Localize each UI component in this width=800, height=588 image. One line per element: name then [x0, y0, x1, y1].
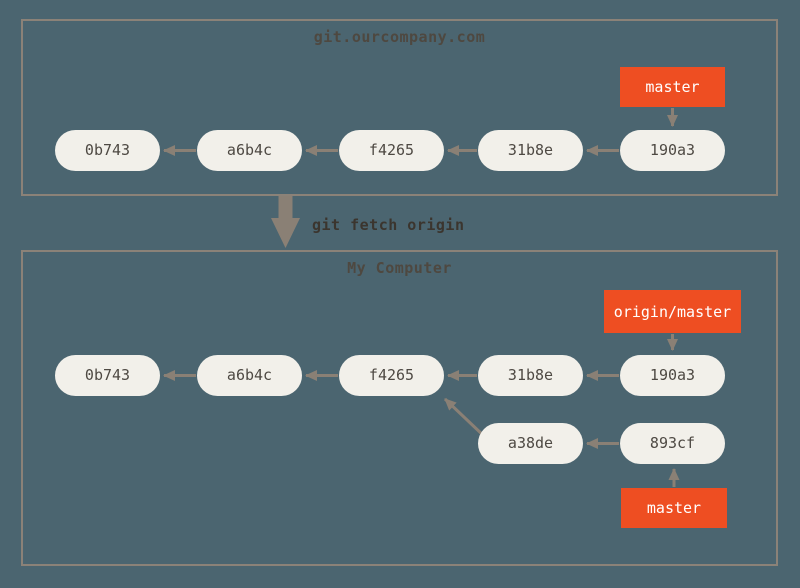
server-commit-190a3: 190a3 — [620, 130, 725, 171]
local-machine-title: My Computer — [347, 259, 452, 277]
fetch-arrow-down-icon — [271, 196, 300, 248]
server-commit-31b8e: 31b8e — [478, 130, 583, 171]
local-branch-origin-master: origin/master — [604, 290, 741, 333]
local-commit-190a3: 190a3 — [620, 355, 725, 396]
local-commit-a38de: a38de — [478, 423, 583, 464]
fetch-command-label: git fetch origin — [312, 216, 465, 234]
server-machine-box — [21, 19, 778, 196]
local-branch-master: master — [621, 488, 727, 528]
local-commit-893cf: 893cf — [620, 423, 725, 464]
local-commit-a6b4c: a6b4c — [197, 355, 302, 396]
local-commit-31b8e: 31b8e — [478, 355, 583, 396]
server-branch-master: master — [620, 67, 725, 107]
local-commit-0b743: 0b743 — [55, 355, 160, 396]
server-commit-a6b4c: a6b4c — [197, 130, 302, 171]
local-commit-f4265: f4265 — [339, 355, 444, 396]
server-machine-title: git.ourcompany.com — [313, 28, 486, 46]
local-machine-box — [21, 250, 778, 566]
server-commit-0b743: 0b743 — [55, 130, 160, 171]
server-commit-f4265: f4265 — [339, 130, 444, 171]
